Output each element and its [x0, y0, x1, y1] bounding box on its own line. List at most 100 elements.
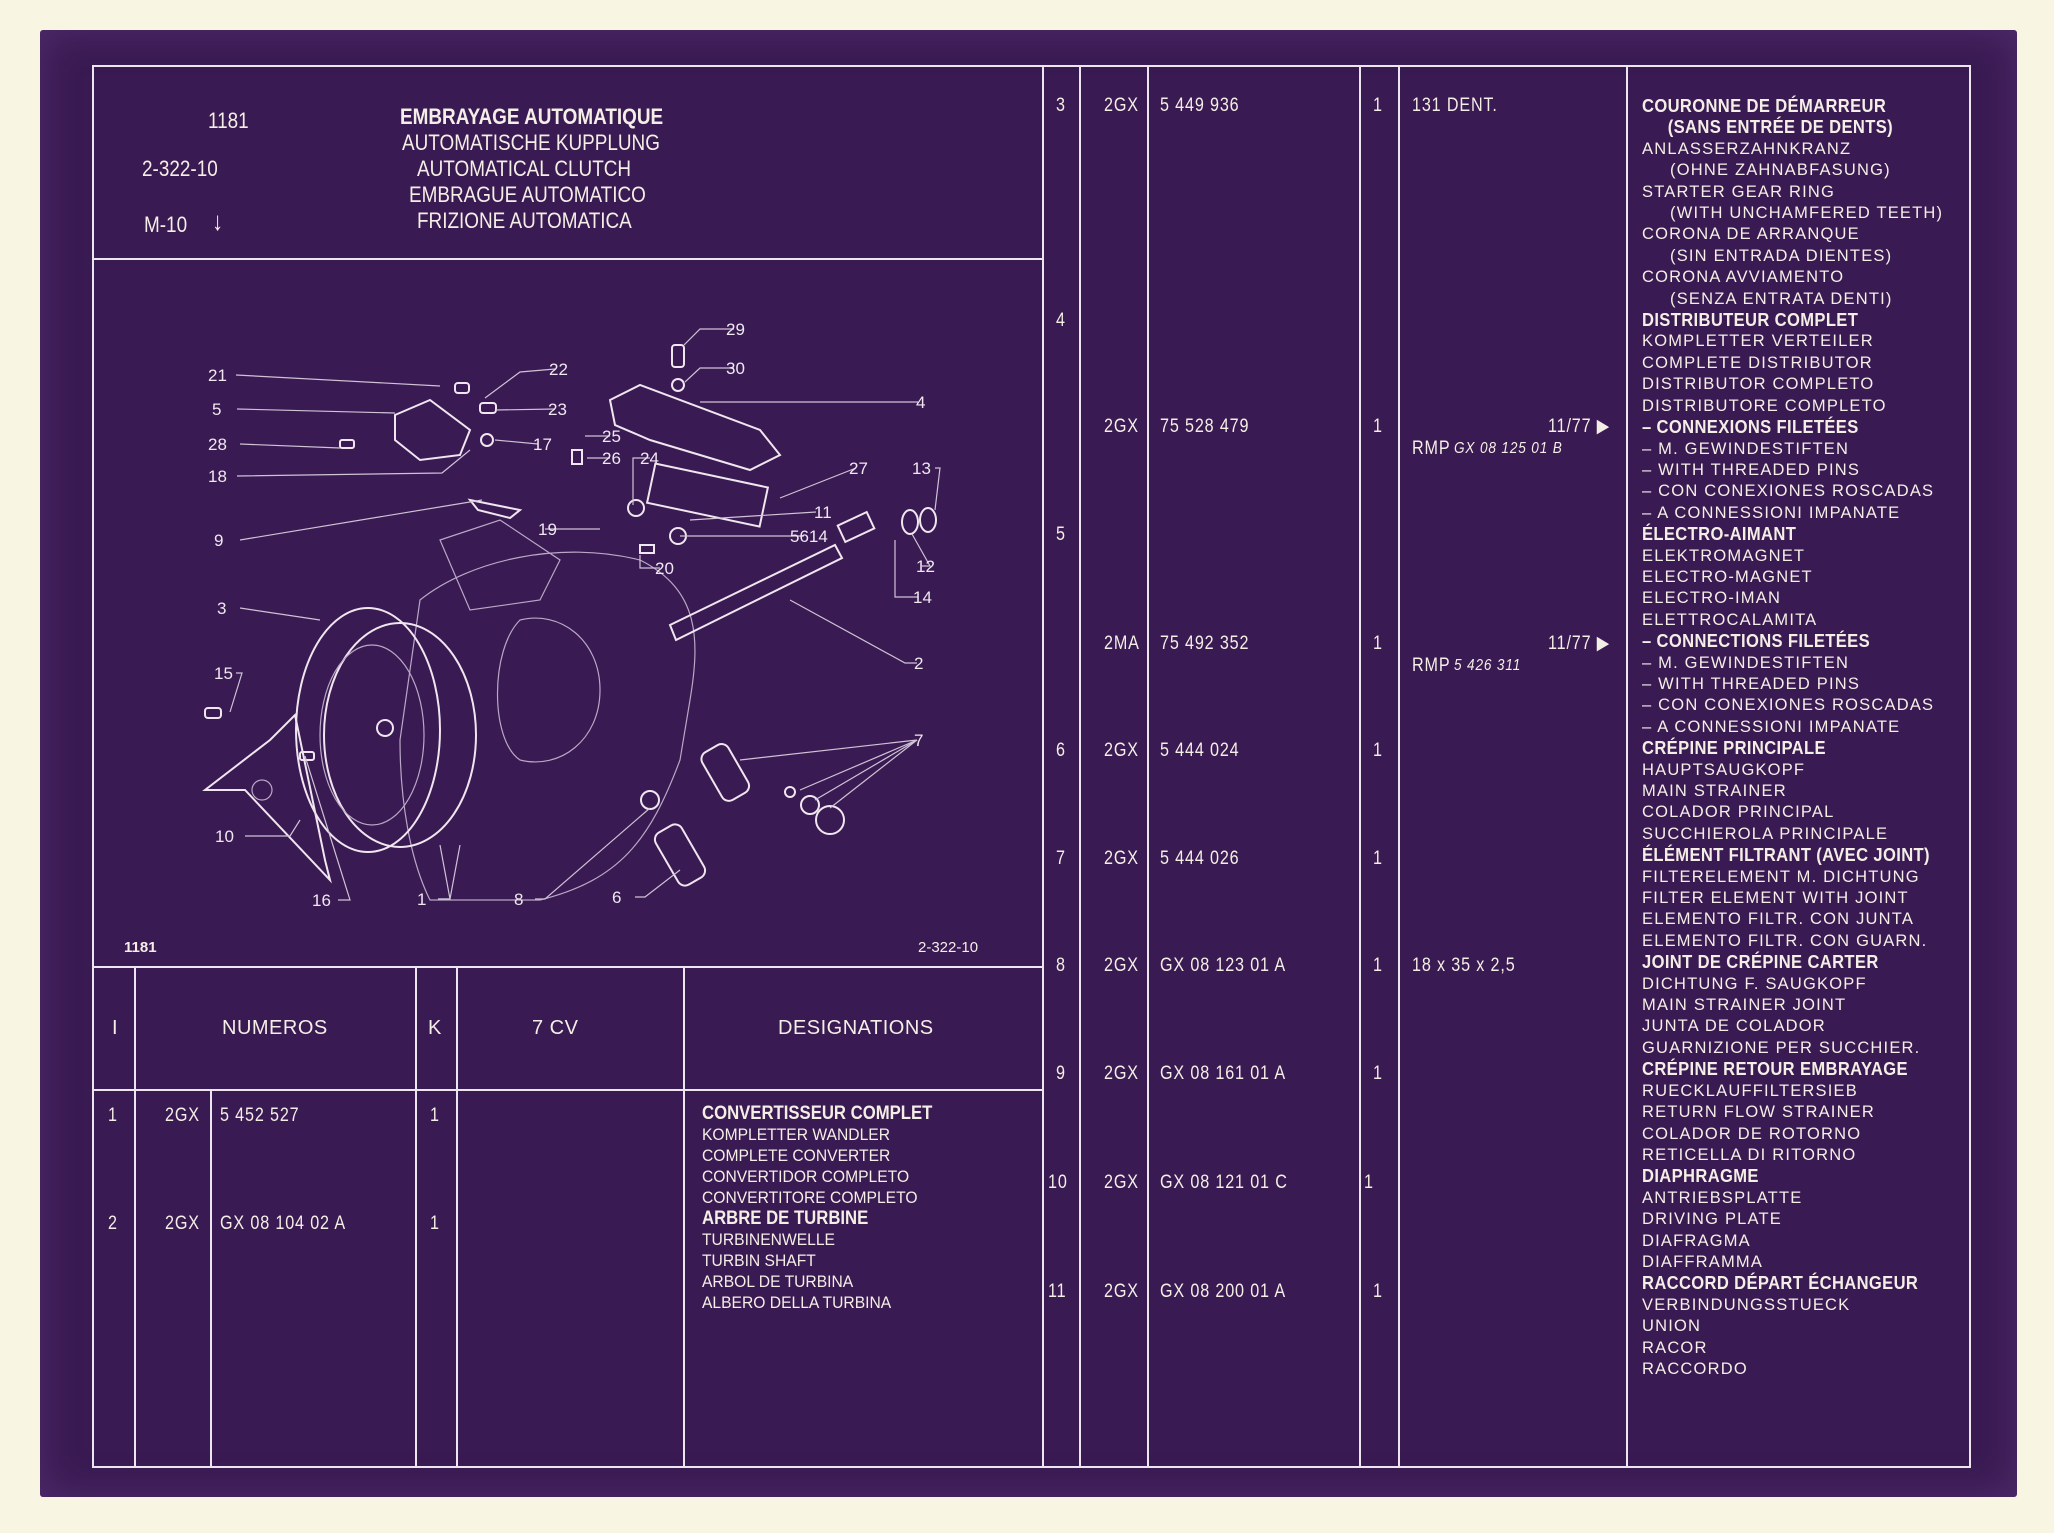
row-index: 7 — [1056, 848, 1066, 869]
row-number: GX 08 161 01 A — [1160, 1063, 1286, 1084]
row-number: GX 08 200 01 A — [1160, 1281, 1286, 1302]
row-prefix: 2MA — [1104, 633, 1140, 654]
valve-body-bracket — [439, 519, 561, 611]
gasket-plate — [645, 462, 770, 528]
bolt — [299, 751, 315, 761]
row-number: 5 452 527 — [220, 1105, 300, 1126]
distributor — [608, 383, 782, 472]
callout-19: 19 — [538, 520, 557, 539]
row-qty: 1 — [1373, 1063, 1383, 1084]
table-header-divider — [92, 1089, 1043, 1091]
callout-27: 27 — [849, 459, 868, 478]
col-divider — [1398, 65, 1400, 1468]
col-header-qty: K — [428, 1017, 442, 1039]
frame-left — [92, 65, 94, 1468]
strainer-9 — [467, 498, 523, 520]
diagram-footer-ref: 1181 — [124, 939, 157, 956]
row-note: 131 DENT. — [1412, 95, 1498, 116]
model-code: M-10 — [144, 212, 188, 237]
row-number: 5 444 026 — [1160, 848, 1240, 869]
row-number: GX 08 121 01 C — [1160, 1172, 1288, 1193]
row-index: 11 — [1048, 1281, 1067, 1302]
row-qty: 1 — [1373, 1281, 1383, 1302]
callout-20: 20 — [655, 559, 674, 578]
col-divider — [683, 966, 685, 1468]
callout-3: 3 — [217, 599, 226, 618]
row-prefix: 2GX — [1104, 95, 1139, 116]
row-number: 5 444 024 — [1160, 740, 1240, 761]
row-qty: 1 — [430, 1213, 440, 1234]
row-prefix: 2GX — [165, 1105, 200, 1126]
callout-15: 15 — [214, 664, 233, 683]
right-designations: COURONNE DE DÉMARREUR (SANS ENTRÉE DE DE… — [1642, 96, 1955, 1380]
row-prefix: 2GX — [1104, 416, 1139, 437]
replacement-number: GX 08 125 01 B — [1454, 440, 1563, 457]
callout-18: 18 — [208, 467, 227, 486]
title-en: AUTOMATICAL CLUTCH — [417, 156, 632, 181]
row-index: 1 — [108, 1105, 118, 1126]
row-designations: CONVERTISSEUR COMPLET KOMPLETTER WANDLER… — [702, 1103, 933, 1312]
row-prefix: 2GX — [165, 1213, 200, 1234]
callout-21: 21 — [208, 366, 227, 385]
row-qty: 1 — [1373, 633, 1383, 654]
col-header-model: 7 CV — [532, 1017, 579, 1039]
col-divider — [1079, 65, 1081, 1468]
col-divider — [134, 966, 136, 1468]
row-index: 10 — [1048, 1172, 1068, 1193]
col-divider — [1626, 65, 1628, 1468]
down-arrow-icon: ↓ — [212, 206, 224, 236]
row-index: 4 — [1056, 310, 1066, 331]
row-qty: 1 — [1373, 955, 1383, 976]
callout-30: 30 — [726, 359, 745, 378]
title-it: FRIZIONE AUTOMATICA — [417, 208, 632, 233]
replacement-number: 5 426 311 — [1454, 657, 1522, 674]
callout-14: 14 — [913, 588, 932, 607]
union-part — [815, 805, 845, 835]
callout-12: 12 — [916, 557, 935, 576]
row-number: 75 492 352 — [1160, 633, 1250, 654]
row-number: GX 08 123 01 A — [1160, 955, 1286, 976]
bolt — [204, 707, 222, 719]
row-date: 11/77 ▶ — [1548, 633, 1611, 654]
row-qty: 1 — [1373, 416, 1383, 437]
callout-2: 2 — [914, 654, 923, 673]
frame-right — [1969, 65, 1971, 1468]
main-strainer — [653, 823, 707, 887]
left-section-edge — [1042, 65, 1044, 1468]
row-number: 75 528 479 — [1160, 416, 1250, 437]
callout-24: 24 — [640, 449, 659, 468]
callout-8: 8 — [514, 890, 523, 909]
callout-5614: 5614 — [790, 527, 828, 546]
seal-ring — [901, 509, 919, 535]
converter-ring-gear — [295, 607, 441, 853]
row-prefix: 2GX — [1104, 1063, 1139, 1084]
row-index: 2 — [108, 1213, 118, 1234]
row-index: 3 — [1056, 95, 1066, 116]
frame-top — [92, 65, 1971, 67]
callout-22: 22 — [549, 360, 568, 379]
col-divider — [415, 966, 417, 1468]
seal-ring — [919, 507, 937, 533]
row-note: 18 x 35 x 2,5 — [1412, 955, 1516, 976]
section-code: 2-322-10 — [142, 156, 218, 181]
callout-25: 25 — [602, 427, 621, 446]
col-divider — [1147, 65, 1149, 1468]
electromagnet — [394, 398, 472, 462]
col-header-numbers: NUMEROS — [222, 1017, 328, 1039]
title-fr: EMBRAYAGE AUTOMATIQUE — [400, 104, 664, 129]
row-prefix: 2GX — [1104, 740, 1139, 761]
row-qty: 1 — [1373, 95, 1383, 116]
row-prefix: 2GX — [1104, 955, 1139, 976]
title-es: EMBRAGUE AUTOMATICO — [409, 182, 646, 207]
replacement-label: RMP — [1412, 655, 1451, 676]
callout-23: 23 — [548, 400, 567, 419]
filter-element — [700, 743, 751, 802]
callout-7: 7 — [914, 731, 923, 750]
callout-1: 1 — [417, 890, 426, 909]
callout-17: 17 — [533, 435, 552, 454]
callout-13: 13 — [912, 459, 931, 478]
diagram-footer-code: 2-322-10 — [918, 939, 979, 956]
shaft-spline — [836, 510, 876, 544]
callout-29: 29 — [726, 320, 745, 339]
